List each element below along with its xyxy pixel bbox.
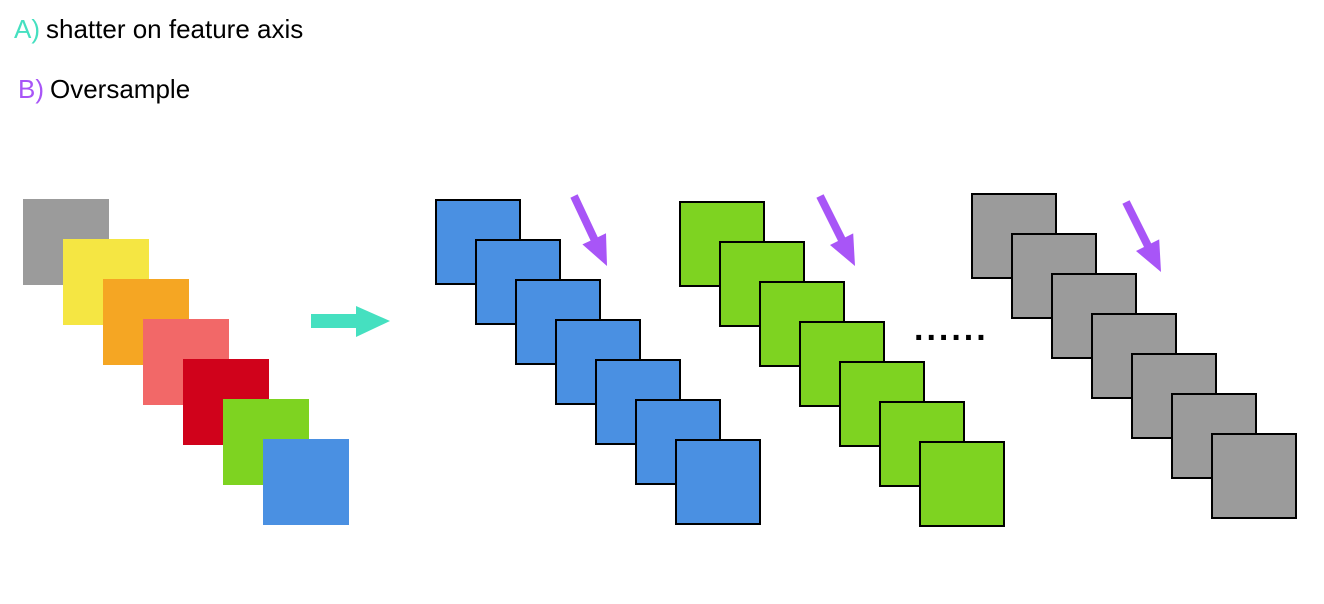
input-square-blue [263, 439, 349, 525]
oversample-arrow-icon [1122, 200, 1161, 272]
legend-text-a: shatter on feature axis [46, 14, 304, 44]
output-square-blue [675, 439, 761, 525]
legend-item-a: A)shatter on feature axis [14, 14, 303, 45]
legend-marker-b: B) [18, 74, 44, 104]
output-stack-gray [971, 193, 1297, 519]
legend-text-b: Oversample [50, 74, 191, 104]
oversample-arrow-icon [570, 194, 607, 266]
output-stack-blue [435, 199, 761, 525]
oversample-arrows [570, 194, 1161, 272]
ellipsis-text: ...... [914, 310, 989, 348]
legend-item-b: B)Oversample [18, 74, 190, 105]
shatter-arrow-icon [311, 306, 390, 337]
output-stack-green [679, 201, 1005, 527]
legend-marker-a: A) [14, 14, 40, 44]
oversample-arrow-icon [816, 194, 855, 266]
output-square-gray [1211, 433, 1297, 519]
input-feature-stack [23, 199, 349, 525]
output-square-green [919, 441, 1005, 527]
